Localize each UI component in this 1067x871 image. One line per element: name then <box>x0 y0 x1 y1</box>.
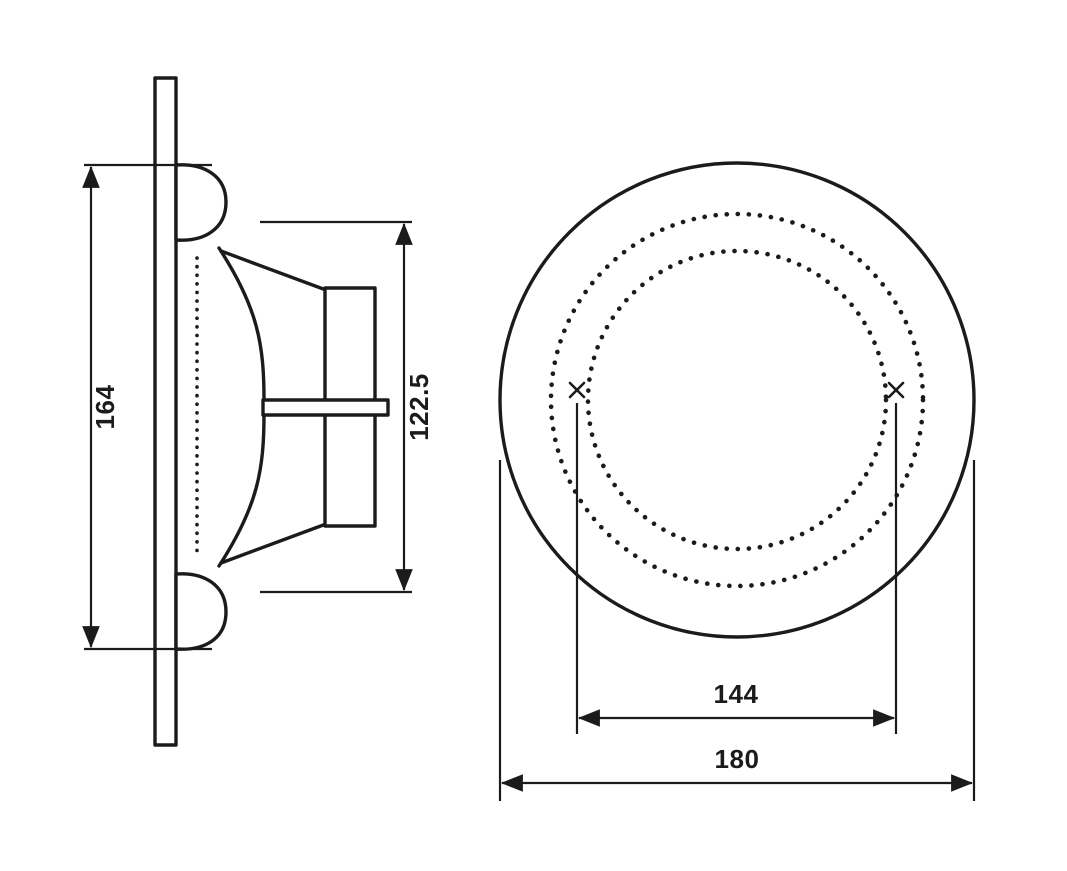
outer-rim-circle <box>498 161 976 639</box>
cone-upper-edge <box>219 249 328 292</box>
cone-lower-edge <box>219 522 328 565</box>
dimension-label-180: 180 <box>715 744 760 774</box>
top-flange-lip <box>174 163 228 242</box>
front-view: 144 180 <box>498 161 976 801</box>
pole-shaft <box>261 398 390 417</box>
dimension-144: 144 <box>575 403 898 734</box>
mounting-panel <box>153 76 178 747</box>
cone-profile-curve <box>217 246 266 568</box>
side-view: 164 122.5 <box>82 76 434 747</box>
hole-mark-right <box>887 381 905 399</box>
bottom-flange-lip <box>174 572 228 651</box>
dimension-164: 164 <box>82 163 212 651</box>
hole-mark-left <box>568 381 586 399</box>
inner-dotted-circle <box>585 248 889 552</box>
dimension-label-122-5: 122.5 <box>404 373 434 441</box>
outer-dotted-circle <box>548 211 926 589</box>
dimension-180: 180 <box>498 460 976 801</box>
dimension-122-5: 122.5 <box>260 220 434 594</box>
dimension-label-144: 144 <box>714 679 759 709</box>
dimension-label-164: 164 <box>90 385 120 430</box>
